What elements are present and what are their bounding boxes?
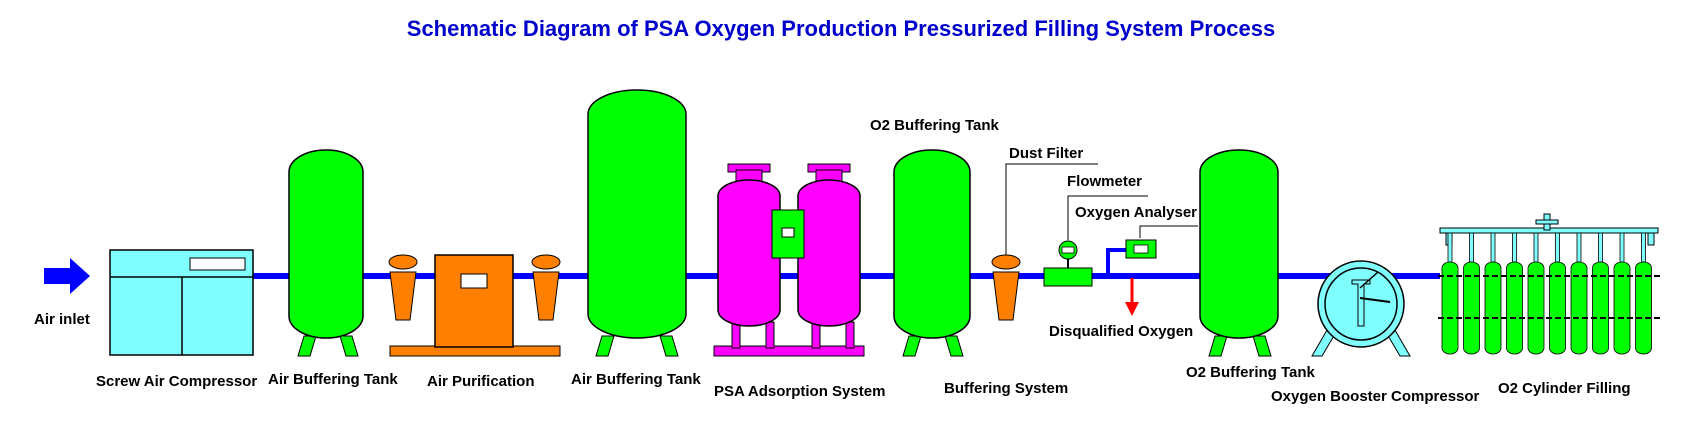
oxygen-cylinder [1635, 232, 1652, 355]
label-air-inlet: Air inlet [34, 311, 90, 328]
label-oxygen-analyser: Oxygen Analyser [1075, 204, 1197, 221]
psa-adsorption-system [713, 163, 865, 357]
diagram-title: Schematic Diagram of PSA Oxygen Producti… [407, 16, 1275, 41]
filter-2 [531, 254, 561, 321]
label-screw-air-compressor: Screw Air Compressor [96, 373, 257, 390]
oxygen-cylinder [1441, 232, 1459, 355]
air-buffering-tank-2 [587, 89, 687, 357]
label-air-buffering-tank-2: Air Buffering Tank [571, 371, 701, 388]
filter-1 [388, 254, 418, 321]
oxygen-cylinder [1549, 232, 1566, 355]
oxygen-cylinder [1570, 232, 1588, 355]
disqualified-oxygen-arrow-icon [1125, 278, 1139, 316]
air-buffering-tank-1 [288, 149, 364, 357]
label-oxygen-booster-compressor: Oxygen Booster Compressor [1271, 388, 1480, 405]
label-o2-buffering-tank-bottom: O2 Buffering Tank [1186, 364, 1316, 381]
o2-buffering-tank-1 [893, 149, 971, 357]
air-purification-unit [389, 254, 561, 357]
label-o2-cylinder-filling: O2 Cylinder Filling [1498, 380, 1631, 397]
label-air-purification: Air Purification [427, 373, 535, 390]
label-air-buffering-tank-1: Air Buffering Tank [268, 371, 398, 388]
oxygen-cylinder [1613, 232, 1631, 355]
flowmeter [1043, 195, 1148, 287]
label-o2-buffering-tank-top: O2 Buffering Tank [870, 117, 1000, 134]
screw-air-compressor [109, 249, 254, 356]
label-psa-adsorption-system: PSA Adsorption System [714, 383, 885, 400]
oxygen-cylinder [1506, 232, 1523, 355]
label-dust-filter: Dust Filter [1009, 145, 1083, 162]
o2-buffering-tank-2 [1199, 149, 1279, 357]
label-buffering-system: Buffering System [944, 380, 1068, 397]
label-disqualified-oxygen: Disqualified Oxygen [1049, 323, 1193, 340]
oxygen-cylinder [1592, 232, 1609, 355]
oxygen-cylinder [1463, 232, 1480, 355]
oxygen-cylinder [1484, 232, 1502, 355]
oxygen-booster-compressor [1311, 260, 1411, 357]
oxygen-cylinder [1527, 232, 1545, 355]
dust-filter [991, 163, 1098, 321]
air-inlet-arrow-icon [44, 258, 90, 294]
oxygen-analyser [1106, 225, 1198, 276]
label-flowmeter: Flowmeter [1067, 173, 1142, 190]
cylinder-group [1441, 232, 1652, 355]
